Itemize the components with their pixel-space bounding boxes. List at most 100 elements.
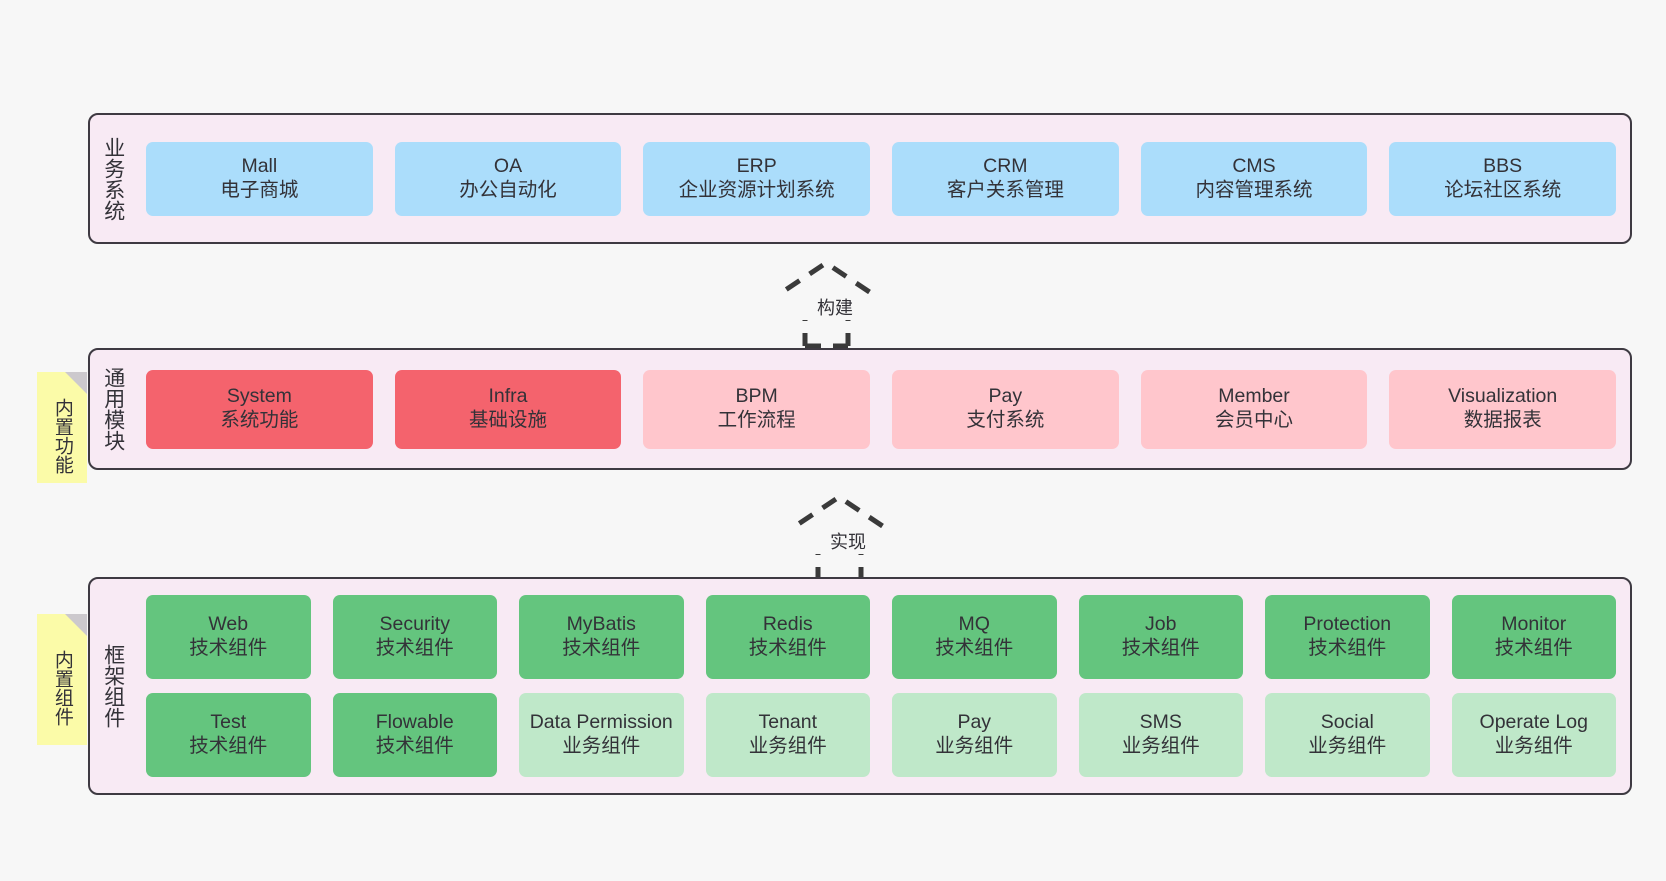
card-title-cn: 技术组件	[189, 735, 268, 757]
page-fold-icon	[65, 614, 87, 636]
business-card-row: Mall 电子商城 OA 办公自动化 ERP 企业资源计划系统 CRM 客户关系…	[146, 141, 1617, 216]
sticky-note-label: 内置功能	[51, 397, 73, 474]
card-mq[interactable]: MQ 技术组件	[892, 595, 1057, 679]
layer-business-systems: 业务系统 Mall 电子商城 OA 办公自动化 ERP 企业资源计划系统 CRM…	[88, 113, 1632, 244]
card-title-cn: 工作流程	[717, 409, 796, 431]
layer-title-common: 通用模块	[101, 367, 125, 451]
card-title-cn: 客户关系管理	[946, 178, 1064, 201]
card-title-en: CMS	[1232, 154, 1276, 177]
common-card-row: System 系统功能 Infra 基础设施 BPM 工作流程 Pay 支付系统…	[146, 369, 1617, 449]
card-title-en: Tenant	[758, 711, 818, 734]
card-title-en: Visualization	[1448, 385, 1558, 408]
implement-arrow-icon	[774, 493, 904, 583]
page-fold-icon	[65, 372, 87, 394]
card-title-en: Test	[210, 711, 247, 734]
card-social[interactable]: Social 业务组件	[1265, 693, 1430, 777]
card-title-cn: 技术组件	[562, 637, 641, 659]
card-job[interactable]: Job 技术组件	[1078, 595, 1243, 679]
card-mall[interactable]: Mall 电子商城	[146, 141, 373, 216]
card-title-cn: 系统功能	[220, 409, 299, 431]
card-title-en: MyBatis	[566, 613, 636, 636]
card-title-en: BBS	[1483, 154, 1523, 177]
card-system[interactable]: System 系统功能	[146, 369, 373, 449]
card-monitor[interactable]: Monitor 技术组件	[1451, 595, 1616, 679]
build-arrow-icon	[761, 259, 891, 349]
card-sms[interactable]: SMS 业务组件	[1078, 693, 1243, 777]
card-title-en: BPM	[735, 385, 778, 408]
card-protection[interactable]: Protection 技术组件	[1265, 595, 1430, 679]
card-title-cn: 办公自动化	[459, 178, 557, 201]
card-security[interactable]: Security 技术组件	[332, 595, 497, 679]
card-title-en: Web	[208, 613, 249, 636]
card-title-en: Monitor	[1501, 613, 1567, 636]
card-title-cn: 技术组件	[1308, 637, 1387, 659]
card-title-cn: 支付系统	[966, 409, 1045, 431]
card-oa[interactable]: OA 办公自动化	[394, 141, 622, 216]
card-mybatis[interactable]: MyBatis 技术组件	[519, 595, 684, 679]
card-title-en: System	[226, 385, 292, 408]
card-title-en: Job	[1145, 613, 1177, 636]
card-bbs[interactable]: BBS 论坛社区系统	[1389, 141, 1617, 216]
layer-common-modules: 通用模块 System 系统功能 Infra 基础设施 BPM 工作流程 Pay…	[88, 348, 1632, 470]
card-title-en: Security	[379, 613, 450, 636]
card-tenant[interactable]: Tenant 业务组件	[705, 693, 870, 777]
card-title-cn: 论坛社区系统	[1444, 178, 1562, 201]
card-title-cn: 技术组件	[375, 637, 454, 659]
card-visualization[interactable]: Visualization 数据报表	[1389, 369, 1617, 449]
card-web[interactable]: Web 技术组件	[146, 595, 311, 679]
card-title-cn: 技术组件	[1494, 637, 1573, 659]
card-infra[interactable]: Infra 基础设施	[394, 369, 622, 449]
card-title-en: Social	[1320, 711, 1374, 734]
framework-card-row-top: Web 技术组件 Security 技术组件 MyBatis 技术组件 Redi…	[146, 595, 1616, 679]
connector-build: 构建	[760, 258, 910, 349]
card-title-cn: 业务组件	[1494, 735, 1573, 757]
sticky-note-builtin-components: 内置组件	[37, 614, 87, 745]
card-title-en: Protection	[1303, 613, 1392, 636]
card-title-en: OA	[493, 154, 523, 177]
card-title-cn: 业务组件	[562, 735, 641, 757]
card-flowable[interactable]: Flowable 技术组件	[332, 693, 497, 777]
card-title-en: Member	[1218, 385, 1290, 408]
card-title-en: ERP	[736, 154, 777, 177]
card-title-en: Mall	[241, 154, 278, 177]
card-title-cn: 内容管理系统	[1195, 178, 1313, 201]
card-operate-log[interactable]: Operate Log 业务组件	[1451, 693, 1616, 777]
card-title-cn: 技术组件	[1121, 637, 1200, 659]
card-title-cn: 业务组件	[1308, 735, 1387, 757]
card-title-cn: 技术组件	[935, 637, 1014, 659]
card-title-cn: 会员中心	[1215, 409, 1294, 431]
layer-framework-components: 框架组件 Web 技术组件 Security 技术组件 MyBatis 技术组件…	[88, 577, 1632, 795]
card-cms[interactable]: CMS 内容管理系统	[1140, 141, 1368, 216]
card-title-en: MQ	[958, 613, 990, 636]
card-data-permission[interactable]: Data Permission 业务组件	[519, 693, 684, 777]
connector-build-label: 构建	[760, 294, 910, 320]
sticky-note-label: 内置组件	[51, 649, 73, 726]
framework-card-row-bottom: Test 技术组件 Flowable 技术组件 Data Permission …	[146, 693, 1616, 777]
layer-body-framework: Web 技术组件 Security 技术组件 MyBatis 技术组件 Redi…	[136, 579, 1630, 793]
connector-implement-label: 实现	[773, 528, 923, 554]
card-test[interactable]: Test 技术组件	[146, 693, 311, 777]
card-pay-module[interactable]: Pay 支付系统	[892, 369, 1119, 449]
card-title-cn: 企业资源计划系统	[678, 178, 835, 201]
layer-title-framework: 框架组件	[101, 644, 125, 728]
card-redis[interactable]: Redis 技术组件	[705, 595, 870, 679]
card-crm[interactable]: CRM 客户关系管理	[892, 141, 1119, 216]
card-pay-component[interactable]: Pay 业务组件	[892, 693, 1057, 777]
card-title-cn: 业务组件	[748, 735, 827, 757]
card-erp[interactable]: ERP 企业资源计划系统	[643, 141, 871, 216]
card-title-en: CRM	[983, 154, 1028, 177]
layer-body-business: Mall 电子商城 OA 办公自动化 ERP 企业资源计划系统 CRM 客户关系…	[136, 115, 1630, 242]
connector-implement: 实现	[773, 492, 923, 583]
card-title-en: Pay	[988, 385, 1023, 408]
card-title-en: SMS	[1139, 711, 1182, 734]
card-title-cn: 技术组件	[748, 637, 827, 659]
card-title-en: Data Permission	[529, 711, 673, 734]
card-bpm[interactable]: BPM 工作流程	[643, 369, 871, 449]
sticky-note-builtin-features: 内置功能	[37, 372, 87, 483]
card-member[interactable]: Member 会员中心	[1140, 369, 1368, 449]
card-title-cn: 基础设施	[469, 409, 548, 431]
card-title-cn: 技术组件	[189, 637, 268, 659]
card-title-en: Flowable	[375, 711, 454, 734]
card-title-en: Infra	[488, 385, 528, 408]
